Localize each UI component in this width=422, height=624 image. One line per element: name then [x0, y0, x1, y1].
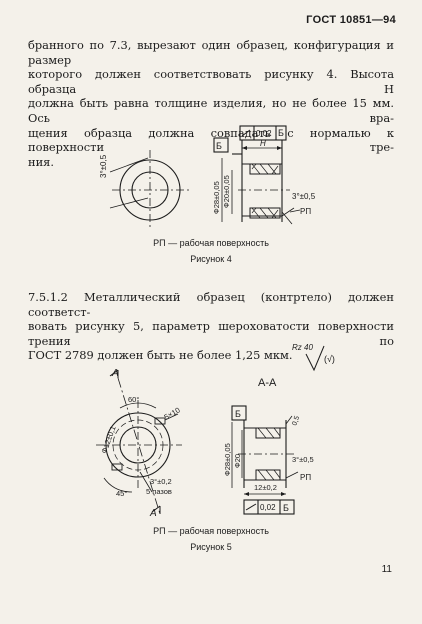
fig5-tolerance-ref: Б — [283, 503, 289, 513]
fig5-tolerance-value: 0,02 — [260, 503, 276, 512]
figure5-tolerance-frame — [243, 499, 295, 515]
fig5-rp: РП — [300, 473, 311, 482]
paragraph-metal-specimen: 7.5.1.2 Металлический образец (контртело… — [28, 290, 394, 363]
fig5-dia12: Ф12±0,1 — [99, 425, 117, 455]
fig4-tolerance-ref: Б — [278, 128, 284, 138]
fig5-roughness: Rz 40 — [292, 343, 313, 352]
fig5-slot-angle: 3°±0,2 — [150, 477, 172, 486]
fig5-section-a-bottom: А — [149, 508, 157, 519]
fig5-chamfer: 0,5 — [291, 415, 301, 427]
figure4-tolerance-frame — [239, 125, 287, 141]
fig5-section-a-top: А — [111, 368, 119, 379]
text-line: бранного по 7.3, вырезают один образец, … — [28, 38, 394, 67]
fig5-chamfer2: 3°±0,5 — [292, 455, 314, 464]
figure5-ring-view — [96, 369, 182, 515]
text-line: 7.5.1.2 Металлический образец (контртело… — [28, 290, 394, 319]
page-number: 11 — [381, 564, 392, 575]
fig5-section-view-title: А-А — [258, 377, 277, 389]
roughness-symbol — [305, 345, 325, 372]
text-line: которого должен соответствовать рисунку … — [28, 67, 394, 96]
fig4-tolerance-value: 0,02 — [256, 129, 272, 138]
fig5-slot: 5×10 — [163, 405, 182, 421]
fig5-width: 12±0,2 — [254, 483, 277, 492]
fig5-outer-dia: Ф28±0,05 — [223, 443, 232, 476]
figure5-caption: РП — рабочая поверхность — [153, 526, 269, 536]
paragraph-working-surface: бранного по 7.3, вырезают один образец, … — [28, 38, 394, 169]
figure5-datum-box — [231, 405, 247, 421]
fig5-inner-dia: Ф20 — [233, 454, 242, 468]
fig5-slot-count: 5 пазов — [146, 487, 172, 496]
figure4-caption: РП — рабочая поверхность — [153, 238, 269, 248]
fig4-angle-label: 3°±0,5 — [99, 154, 108, 178]
fig4-inner-dia: Ф20±0,05 — [222, 175, 231, 208]
fig5-datum-letter: Б — [235, 409, 241, 419]
fig4-datum-letter: Б — [216, 141, 222, 151]
figure5-title: Рисунок 5 — [190, 542, 232, 552]
figure4-ring-view — [109, 150, 190, 230]
text-line: вовать рисунку 5, параметр шероховатости… — [28, 319, 394, 348]
document-header: ГОСТ 10851—94 — [306, 14, 396, 26]
fig4-outer-dia: Ф28±0,05 — [212, 181, 221, 214]
fig5-angle60: 60° — [128, 395, 139, 404]
text-line: ния. — [28, 154, 54, 169]
fig5-roughness-mark: (√) — [324, 354, 335, 364]
fig4-rp: РП — [300, 207, 311, 216]
figure4-title: Рисунок 4 — [190, 254, 232, 264]
text-line: щения образца должна совпадать с нормаль… — [28, 125, 394, 155]
figure4-datum-box — [213, 137, 229, 153]
figure5-section-view — [231, 415, 299, 496]
figure4-section-view — [221, 140, 301, 225]
text-line: должна быть равна толщине изделия, но не… — [28, 96, 394, 125]
text-line: ГОСТ 2789 должен быть не более 1,25 мкм. — [28, 348, 293, 363]
fig5-angle45: 45° — [116, 489, 127, 498]
fig4-height-label: Н — [260, 139, 266, 148]
fig4-chamfer: 3°±0,5 — [292, 192, 316, 201]
